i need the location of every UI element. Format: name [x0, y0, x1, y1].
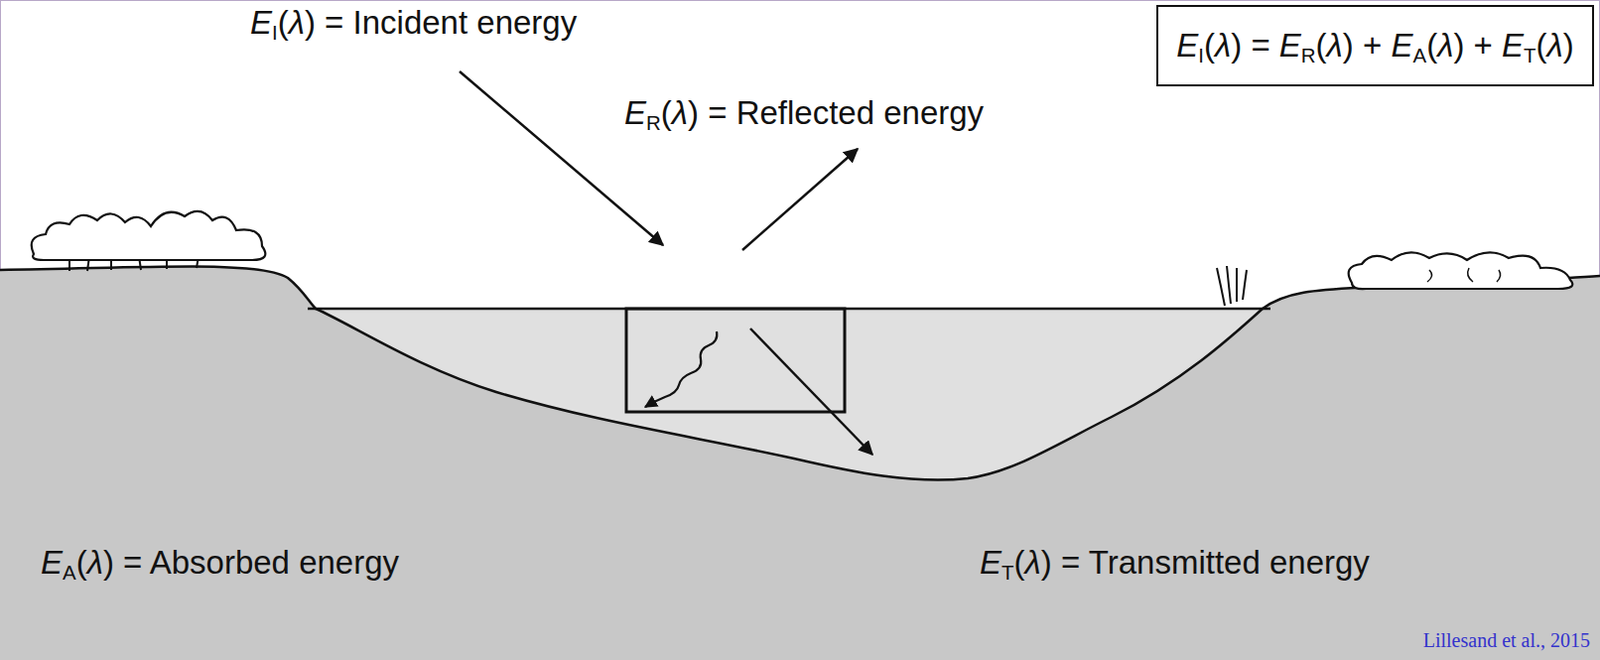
reflected-label: ER(λ) = Reflected energy: [624, 94, 984, 133]
tree-clump: [31, 211, 267, 271]
transmitted-label: ET(λ) = Transmitted energy: [979, 543, 1370, 582]
reed: [1216, 267, 1225, 306]
reflected-arrow: [742, 148, 858, 251]
incident-label: EI(λ) = Incident energy: [250, 3, 577, 42]
reed: [1226, 266, 1231, 304]
water-volume-box: [626, 308, 845, 412]
ground-outline: [0, 266, 1600, 481]
transmitted-arrow: [750, 328, 873, 455]
water: [315, 308, 1263, 481]
equation-box: EI(λ) = ER(λ) + EA(λ) + ET(λ): [1156, 4, 1595, 87]
incident-arrow: [459, 71, 664, 246]
reeds: [1216, 266, 1247, 306]
bush-outline: [1348, 252, 1574, 289]
reed: [1235, 267, 1238, 302]
equation-text: EI(λ) = ER(λ) + EA(λ) + ET(λ): [1176, 26, 1574, 65]
absorbed-label: EA(λ) = Absorbed energy: [40, 543, 400, 582]
absorbed-arrow: [645, 331, 717, 407]
ground: [0, 266, 1600, 660]
bush-detail: [1427, 267, 1501, 282]
reed: [1242, 269, 1247, 300]
source-citation: Lillesand et al., 2015: [1423, 629, 1591, 653]
tree-crown: [31, 211, 267, 261]
bush: [1348, 252, 1574, 289]
